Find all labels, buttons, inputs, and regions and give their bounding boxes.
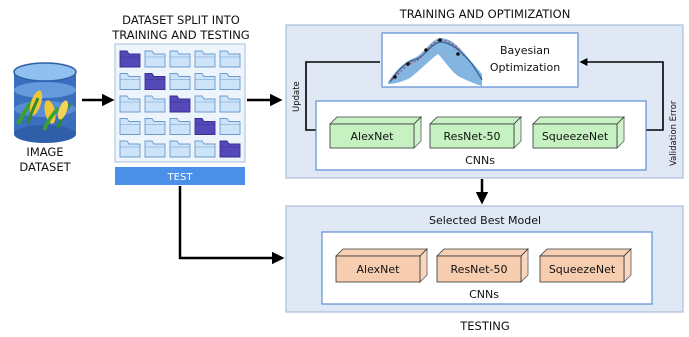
- folder-icon: [144, 140, 166, 158]
- folder-icon: [119, 73, 141, 90]
- testing-cnns-label: CNNs: [469, 288, 499, 301]
- folder-icon: [194, 140, 216, 158]
- folder-icon: [219, 50, 241, 68]
- image-dataset: IMAGE DATASET: [13, 62, 77, 174]
- folder-icon: [194, 118, 216, 135]
- validation-error-label: Validation Error: [669, 100, 679, 166]
- testing-model-squeezenet-label: SqueezeNet: [549, 263, 616, 276]
- training-model-squeezenet-label: SqueezeNet: [542, 130, 609, 143]
- bayesian-label-line2: Optimization: [490, 61, 560, 74]
- training-model-squeezenet: SqueezeNet: [532, 116, 625, 149]
- arrow-icon: [305, 61, 380, 134]
- folder-icon: [169, 50, 191, 68]
- folder-icon: [119, 118, 141, 135]
- folder-icon: [169, 73, 191, 90]
- training-title: TRAINING AND OPTIMIZATION: [399, 7, 571, 21]
- arrow-icon: [178, 186, 285, 265]
- dataset-split: DATASET SPLIT INTO TRAINING AND TESTING …: [111, 13, 250, 185]
- folder-icon: [219, 140, 241, 158]
- folder-icon: [194, 95, 216, 113]
- folder-icon: [119, 140, 141, 158]
- folder-icon: [169, 95, 191, 113]
- update-label: Update: [292, 81, 302, 112]
- testing-model-resnet-50-label: ResNet-50: [451, 263, 508, 276]
- testing-section: Selected Best Model AlexNet ResNet-50 Sque…: [285, 205, 684, 333]
- folder-icon: [194, 50, 216, 68]
- folder-icon: [169, 118, 191, 135]
- training-cnns-label: CNNs: [465, 154, 495, 167]
- training-models: AlexNet ResNet-50 SqueezeNet: [329, 116, 625, 149]
- arrow-icon: [579, 58, 664, 131]
- testing-model-resnet-50: ResNet-50: [436, 248, 529, 283]
- dataset-label-line1: IMAGE: [26, 145, 63, 159]
- selected-best-model-label: Selected Best Model: [429, 214, 541, 227]
- folder-icon: [144, 118, 166, 135]
- folder-icon: [169, 140, 191, 158]
- folder-icon: [144, 95, 166, 113]
- optimization-curve-icon: [388, 38, 483, 86]
- testing-footer: TESTING: [459, 319, 510, 333]
- folder-icon: [219, 95, 241, 113]
- bayesian-label-line1: Bayesian: [500, 44, 550, 57]
- folder-icon: [144, 50, 166, 68]
- folder-icon: [219, 118, 241, 135]
- folder-icon: [144, 73, 166, 90]
- testing-models: AlexNet ResNet-50 SqueezeNet: [335, 248, 632, 283]
- testing-model-alexnet-label: AlexNet: [357, 263, 401, 276]
- split-title-line1: DATASET SPLIT INTO: [122, 13, 240, 27]
- corn-icon: [16, 90, 72, 131]
- training-model-resnet-50-label: ResNet-50: [444, 130, 501, 143]
- folder-grid: [119, 50, 241, 158]
- folder-icon: [219, 73, 241, 90]
- testing-model-squeezenet: SqueezeNet: [539, 248, 632, 283]
- split-title-line2: TRAINING AND TESTING: [111, 28, 249, 42]
- test-bar[interactable]: [115, 167, 245, 185]
- test-label: TEST: [167, 172, 194, 183]
- folder-icon: [119, 95, 141, 113]
- bayesian-optimization-box: Bayesian Optimization: [381, 32, 579, 88]
- folder-icon: [194, 73, 216, 90]
- dataset-label-line2: DATASET: [19, 160, 71, 174]
- training-model-alexnet-label: AlexNet: [351, 130, 395, 143]
- training-model-resnet-50: ResNet-50: [429, 116, 522, 149]
- testing-model-alexnet: AlexNet: [335, 248, 428, 283]
- folder-icon: [119, 50, 141, 68]
- training-section: TRAINING AND OPTIMIZATION Bayesian Optim…: [285, 7, 684, 179]
- training-model-alexnet: AlexNet: [329, 116, 422, 149]
